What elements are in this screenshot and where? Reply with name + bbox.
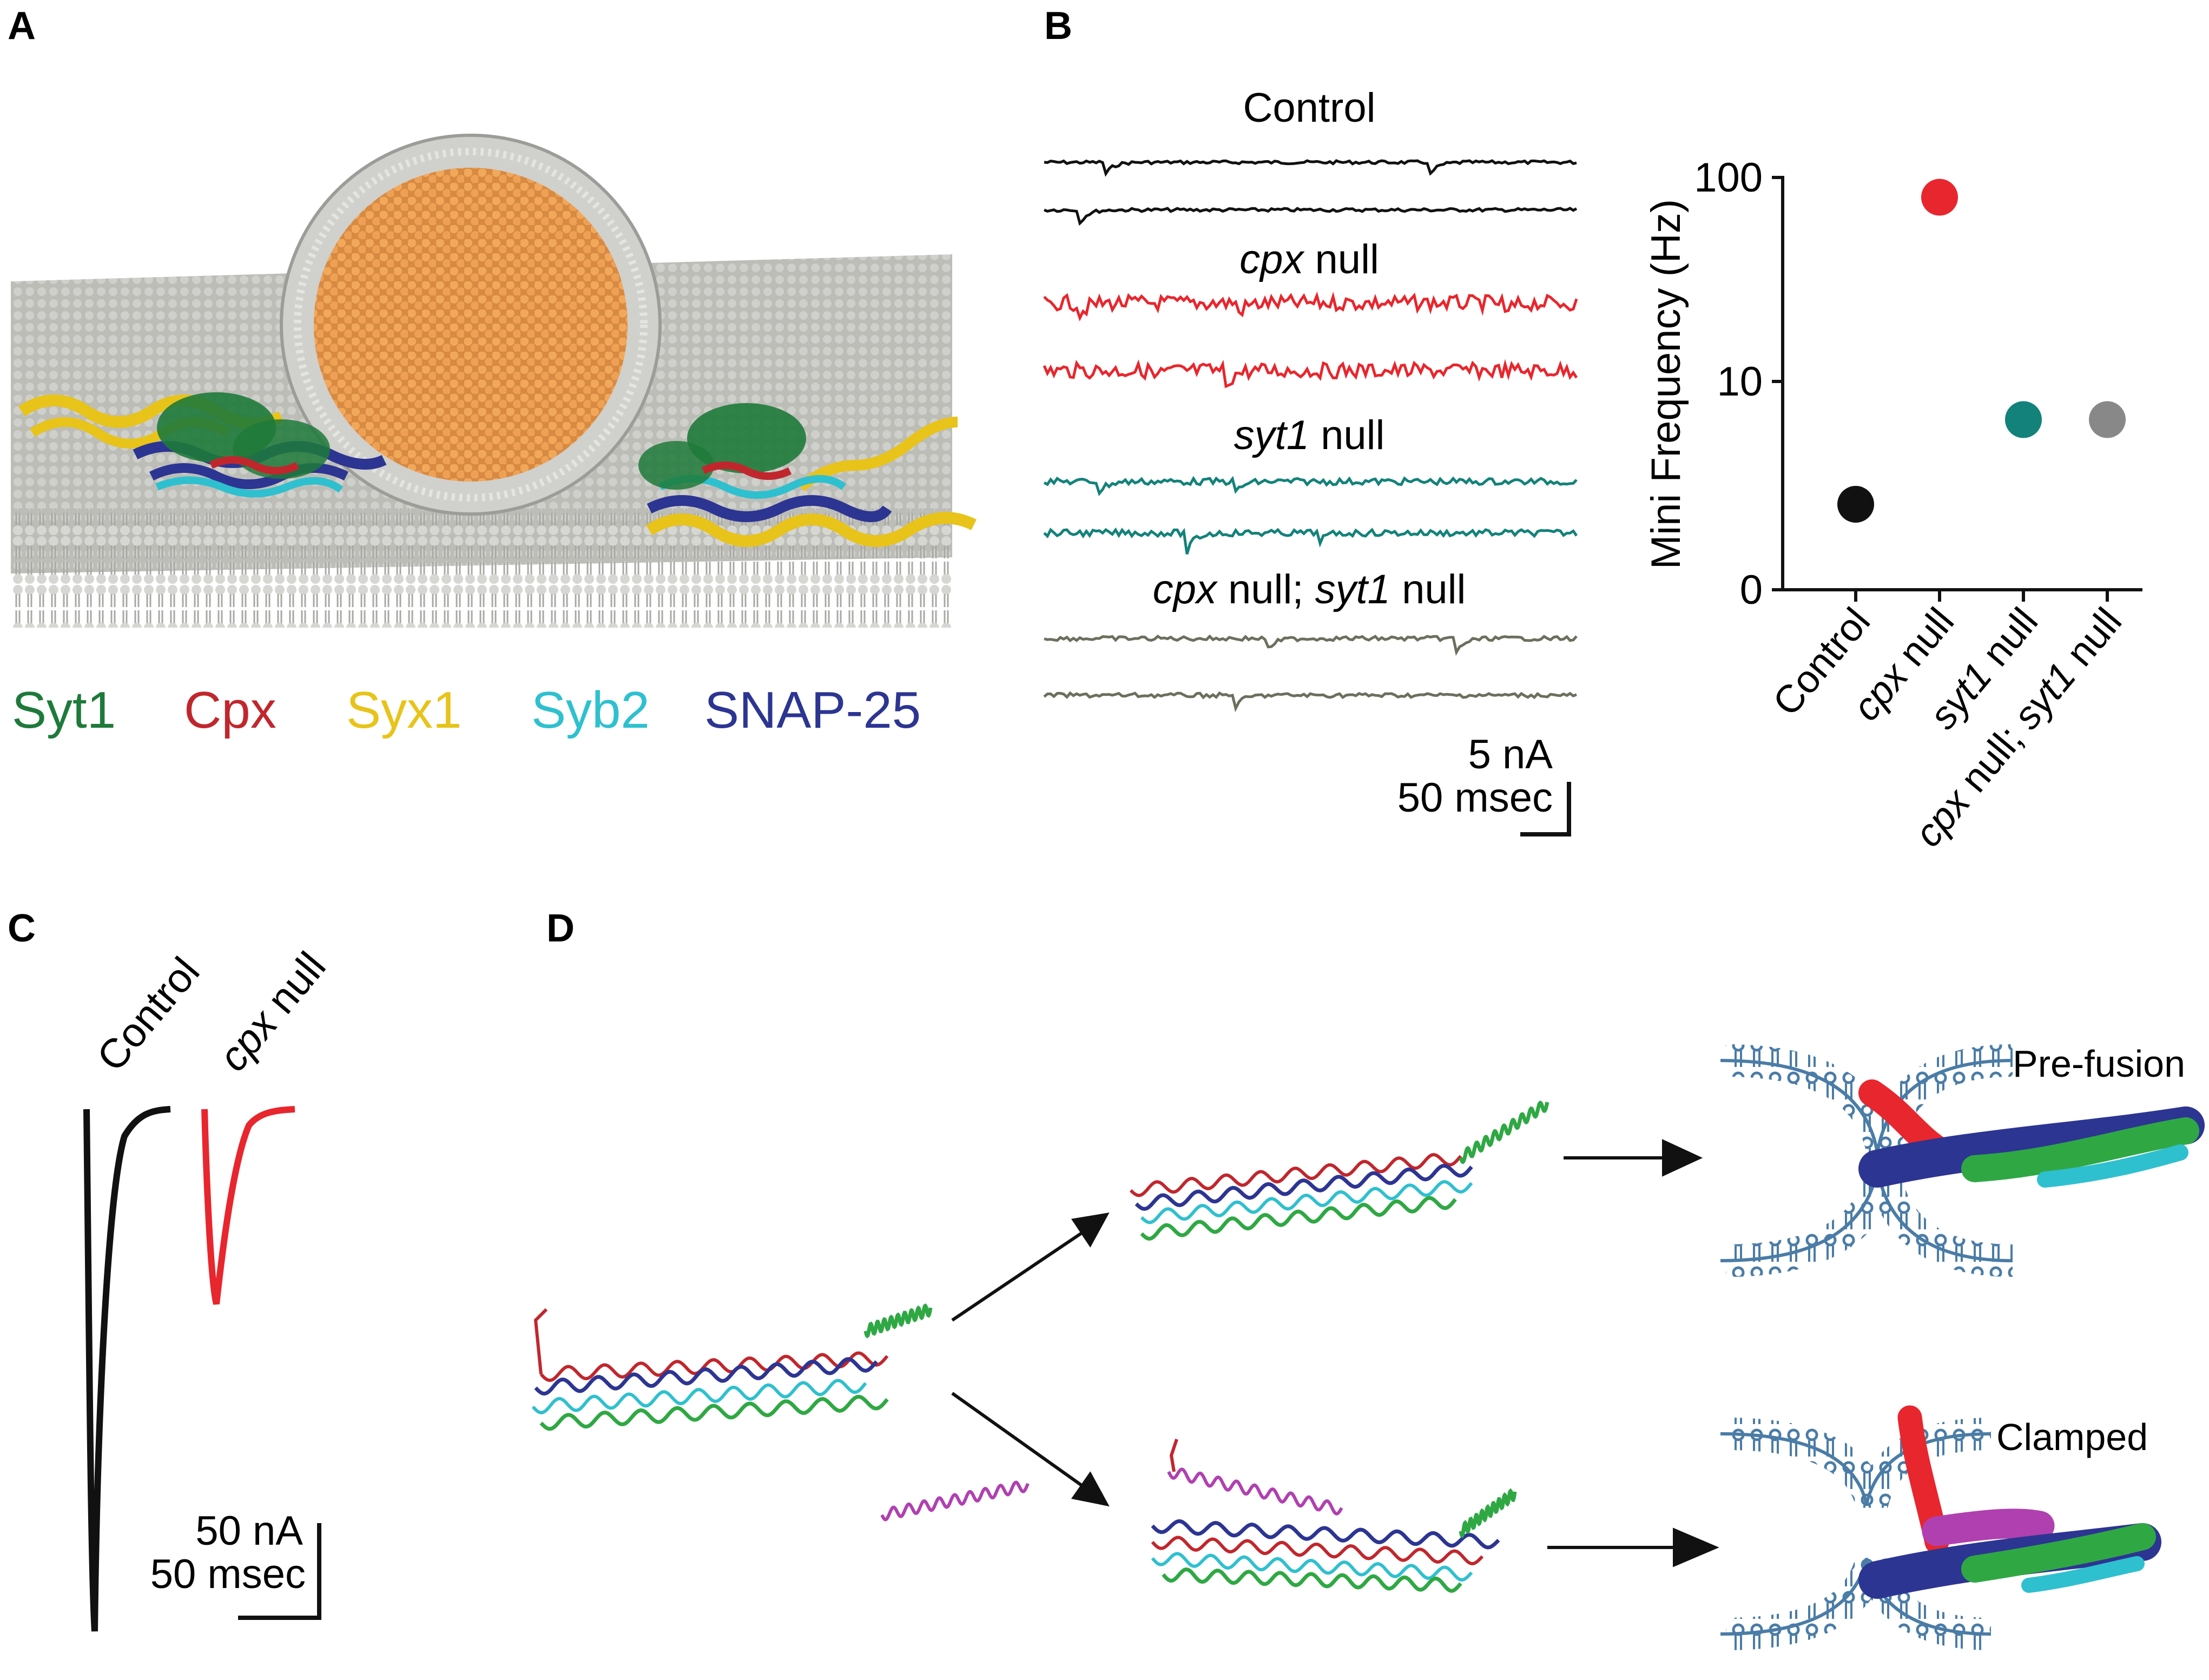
mini-traces: Control cpx null syt1 null cpx null; syt… xyxy=(1043,85,1578,836)
snap25-helix-right xyxy=(647,495,892,522)
trace-label-cpx-null: cpx null xyxy=(1239,236,1379,282)
syb2-helix-left xyxy=(155,476,344,498)
trace-row-3 xyxy=(1043,359,1578,388)
snare-complex-left xyxy=(18,392,387,498)
legend-syx1: Syx1 xyxy=(346,681,461,739)
trace-label-control: Control xyxy=(1243,85,1376,131)
scale-amp-b: 5 nA xyxy=(1468,732,1553,778)
prefusion-structure xyxy=(1720,1044,2205,1277)
syt1-domain-right xyxy=(687,403,806,473)
cpx-helix-left xyxy=(209,456,300,475)
helix-free-complexin xyxy=(880,1480,1030,1521)
snare-complex-right xyxy=(638,403,977,547)
syx1-helix-right xyxy=(645,512,977,547)
trace-label-c-control: Control xyxy=(88,949,209,1080)
y-tick-label: 0 xyxy=(1740,567,1763,613)
snare-schematic: Pre-fusion Clamped xyxy=(531,1043,2205,1650)
helix-top-cpx xyxy=(1129,1152,1462,1197)
trace-row-1 xyxy=(1044,207,1578,226)
scale-time-c: 50 msec xyxy=(150,1551,306,1597)
arrow-up xyxy=(951,1224,1094,1322)
trace-row-7 xyxy=(1043,691,1577,713)
trace-paths xyxy=(1043,159,1578,713)
scale-amp-c: 50 nA xyxy=(195,1508,303,1554)
vesicle-contents xyxy=(314,168,628,482)
helix-tail xyxy=(863,1303,933,1339)
panel-letter-a: A xyxy=(8,4,36,48)
helix-syb2 xyxy=(531,1379,867,1415)
arrows xyxy=(951,1139,1719,1567)
epsc-trace-cpx-null xyxy=(201,1106,295,1305)
helix-syt1 xyxy=(539,1394,889,1431)
y-ticks: 0 10 100 xyxy=(1694,155,1783,613)
helix-top-tail xyxy=(1459,1100,1549,1164)
helix-bot-cpx xyxy=(1151,1536,1484,1566)
legend-snap25: SNAP-25 xyxy=(704,681,921,739)
helix-bot-tail xyxy=(1459,1488,1517,1539)
epsc-trace-control xyxy=(83,1106,171,1632)
state-label-prefusion: Pre-fusion xyxy=(2013,1043,2185,1085)
chart-point xyxy=(2089,401,2126,438)
panel-letter-d: D xyxy=(546,907,575,950)
protein-legend: Syt1 Cpx Syx1 Syb2 SNAP-25 xyxy=(12,681,921,739)
scale-bar-b xyxy=(1520,782,1571,836)
chart-point xyxy=(2005,401,2042,438)
trace-row-5 xyxy=(1043,527,1578,555)
chart-point xyxy=(1837,485,1874,523)
helix-top-snap25 xyxy=(1135,1163,1473,1211)
trace-row-6 xyxy=(1044,634,1578,656)
panel-letter-b: B xyxy=(1044,4,1072,48)
legend-cpx: Cpx xyxy=(184,681,276,739)
trace-row-4 xyxy=(1043,476,1578,496)
helix-bot-syt1 xyxy=(1162,1567,1462,1593)
scale-bar-c xyxy=(238,1523,321,1620)
trace-row-2 xyxy=(1043,291,1578,322)
chart-point xyxy=(1921,179,1958,216)
trace-row-0 xyxy=(1044,159,1577,177)
trace-label-syt1-null: syt1 null xyxy=(1234,412,1385,458)
helix-complexin xyxy=(1167,1467,1343,1516)
helix-top-syb2 xyxy=(1140,1180,1473,1224)
state-label-clamped: Clamped xyxy=(1996,1416,2148,1458)
membrane-bilayer xyxy=(11,509,952,628)
helix-bot-snap25 xyxy=(1151,1519,1500,1550)
scale-time-b: 50 msec xyxy=(1397,775,1553,821)
legend-syt1: Syt1 xyxy=(12,681,116,739)
y-tick-label: 100 xyxy=(1694,155,1763,201)
panel-letter-c: C xyxy=(8,907,36,950)
cpx-helix-right xyxy=(701,462,792,480)
helix-snap25 xyxy=(534,1357,878,1396)
clamped-structure xyxy=(1720,1405,2161,1650)
snare-helices xyxy=(531,1100,1549,1593)
chart-points xyxy=(1837,179,2126,523)
evoked-response-panel: Control cpx null 50 nA 50 msec xyxy=(83,944,335,1632)
panel-a-illustration xyxy=(11,134,977,628)
helix-top-syt1 xyxy=(1140,1196,1457,1241)
helix-cpx xyxy=(539,1351,889,1382)
arrow-down xyxy=(951,1392,1094,1495)
legend-syb2: Syb2 xyxy=(531,681,650,739)
y-tick-label: 10 xyxy=(1717,359,1763,405)
trace-label-c-cpx-null: cpx null xyxy=(210,944,335,1080)
helix-bot-syb2 xyxy=(1151,1552,1473,1582)
y-axis-label: Mini Frequency (Hz) xyxy=(1643,199,1689,569)
trace-label-double-null: cpx null; syt1 null xyxy=(1153,566,1466,612)
